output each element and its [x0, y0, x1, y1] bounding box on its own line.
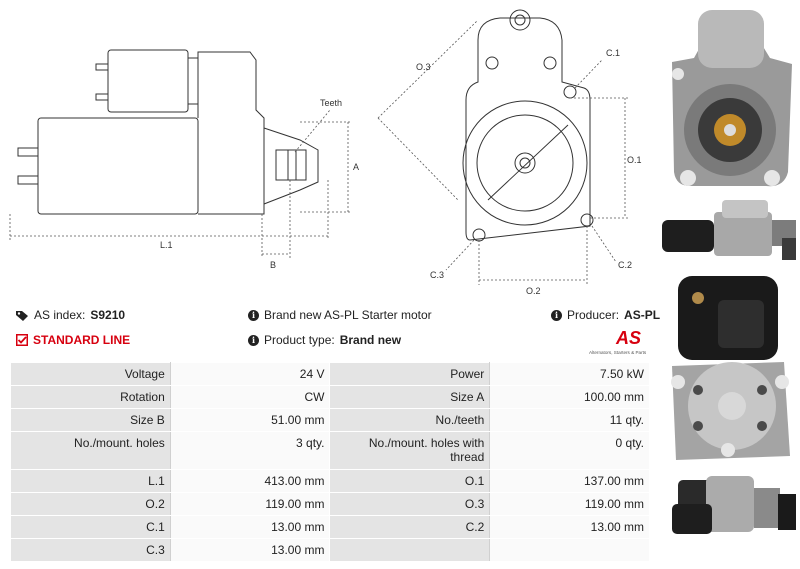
solenoid-outline	[107, 49, 189, 113]
table-row: Voltage 24 V Power 7.50 kW	[10, 362, 650, 386]
spec-label: C.2	[329, 515, 491, 539]
standard-line: STANDARD LINE	[16, 333, 130, 347]
front-face-outer	[462, 100, 588, 226]
logo-mark: AS	[615, 328, 641, 348]
spec-label: No./mount. holes	[10, 431, 171, 470]
spec-value: 119.00 mm	[489, 492, 650, 516]
label-c1: C.1	[606, 48, 620, 58]
product-description: i Brand new AS-PL Starter motor	[248, 308, 432, 322]
product-photo-top	[658, 470, 800, 542]
table-row: No./mount. holes 3 qty. No./mount. holes…	[10, 431, 650, 470]
as-pl-logo: AS Alternators, Starters & Parts	[589, 328, 647, 355]
spec-label: O.2	[10, 492, 171, 516]
product-photo-rear	[658, 270, 800, 466]
label-c2: C.2	[618, 260, 632, 270]
technical-drawing: Teeth A B L.1 O.3 O.1 O.2 C.1 C.2 C.3	[9, 9, 642, 296]
spec-label: C.1	[10, 515, 171, 539]
motor-housing-outline	[197, 51, 265, 215]
info-icon: i	[248, 309, 259, 321]
spec-value: 13.00 mm	[169, 538, 331, 562]
spec-value: 24 V	[169, 362, 331, 386]
description-text: Brand new AS-PL Starter motor	[264, 308, 432, 322]
spec-value: 137.00 mm	[489, 469, 650, 493]
product-type-value: Brand new	[339, 333, 402, 347]
flange-boss	[509, 9, 531, 31]
product-type: i Product type: Brand new	[248, 333, 401, 347]
spec-value: 0 qty.	[489, 431, 650, 470]
spec-label	[329, 538, 491, 562]
product-photo-front	[658, 2, 800, 194]
table-row: C.3 13.00 mm	[10, 538, 650, 562]
product-photo-side	[658, 198, 800, 264]
spec-label: Rotation	[10, 385, 171, 409]
spec-label: No./teeth	[329, 408, 491, 432]
label-l1: L.1	[160, 240, 173, 250]
spec-value	[489, 538, 650, 562]
tag-icon	[16, 310, 28, 321]
info-icon: i	[248, 334, 259, 346]
label-c3: C.3	[430, 270, 444, 280]
table-row: O.2 119.00 mm O.3 119.00 mm	[10, 492, 650, 516]
spec-label: Power	[329, 362, 491, 386]
table-row: L.1 413.00 mm O.1 137.00 mm	[10, 469, 650, 493]
producer: i Producer: AS-PL	[551, 308, 660, 322]
logo-tagline: Alternators, Starters & Parts	[589, 350, 647, 355]
pinion-nose-outline	[263, 127, 319, 205]
motor-body-outline	[37, 117, 199, 215]
label-b: B	[270, 260, 276, 270]
product-type-label: Product type:	[264, 333, 335, 347]
label-o2: O.2	[526, 286, 541, 296]
spec-label: C.3	[10, 538, 171, 562]
spec-label: Size A	[329, 385, 491, 409]
standard-line-label: STANDARD LINE	[33, 333, 131, 347]
spec-label: O.1	[329, 469, 491, 493]
label-teeth: Teeth	[320, 98, 342, 108]
table-row: Rotation CW Size A 100.00 mm	[10, 385, 650, 409]
spec-label: O.3	[329, 492, 491, 516]
info-icon: i	[551, 309, 562, 321]
flange-outline	[465, 17, 591, 241]
spec-value: CW	[169, 385, 331, 409]
spec-label: Size B	[10, 408, 171, 432]
spec-value: 11 qty.	[489, 408, 650, 432]
as-index-label: AS index:	[34, 308, 86, 322]
table-row: C.1 13.00 mm C.2 13.00 mm	[10, 515, 650, 539]
label-o3: O.3	[416, 62, 431, 72]
spec-value: 13.00 mm	[169, 515, 331, 539]
producer-label: Producer:	[567, 308, 620, 322]
producer-value: AS-PL	[624, 308, 661, 322]
spec-value: 100.00 mm	[489, 385, 650, 409]
hole-c1	[563, 85, 577, 99]
spec-value: 119.00 mm	[169, 492, 331, 516]
spec-table: Voltage 24 V Power 7.50 kW Rotation CW S…	[10, 362, 650, 562]
as-index-value: S9210	[90, 308, 126, 322]
spec-value: 13.00 mm	[489, 515, 650, 539]
spec-label: Voltage	[10, 362, 171, 386]
spec-value: 7.50 kW	[489, 362, 650, 386]
spec-value: 413.00 mm	[169, 469, 331, 493]
table-row: Size B 51.00 mm No./teeth 11 qty.	[10, 408, 650, 432]
hole-c2	[580, 213, 594, 227]
spec-label: No./mount. holes with thread	[329, 431, 491, 470]
as-index: AS index: S9210	[16, 308, 125, 322]
spec-value: 51.00 mm	[169, 408, 331, 432]
spec-label: L.1	[10, 469, 171, 493]
pinion-gear-outline	[275, 149, 307, 181]
label-o1: O.1	[627, 155, 642, 165]
label-a: A	[353, 162, 359, 172]
spec-value: 3 qty.	[169, 431, 331, 470]
checkbox-checked-icon	[16, 334, 28, 346]
